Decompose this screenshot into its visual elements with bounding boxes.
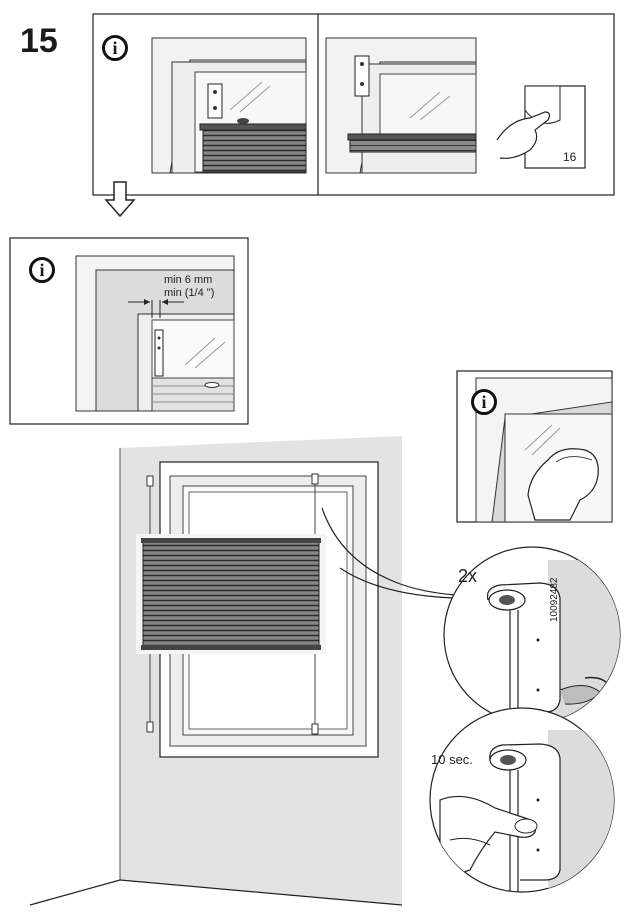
main-wall-scene — [29, 436, 403, 906]
press-duration: 10 sec. — [431, 752, 473, 767]
info-icon: i — [102, 35, 128, 61]
clearance-info-panel — [9, 237, 249, 425]
part-number: 10092482 — [549, 577, 560, 623]
top-info-panel — [92, 13, 615, 196]
down-arrow-icon — [104, 181, 136, 218]
clean-frame-info-panel — [456, 370, 613, 523]
info-icon: i — [471, 389, 497, 415]
press-detail-circle — [429, 707, 615, 893]
info-icon: i — [29, 257, 55, 283]
top-right-window-detail — [325, 37, 586, 174]
step-number: 15 — [20, 22, 58, 60]
clearance-min-mm: min 6 mm — [164, 274, 213, 286]
page-reference-number: 16 — [563, 150, 577, 164]
callout-arrow — [321, 507, 456, 596]
clearance-min-in: min (1/4 ") — [164, 287, 215, 299]
top-left-window-detail — [151, 37, 307, 174]
bracket-quantity: 2x — [458, 566, 478, 586]
